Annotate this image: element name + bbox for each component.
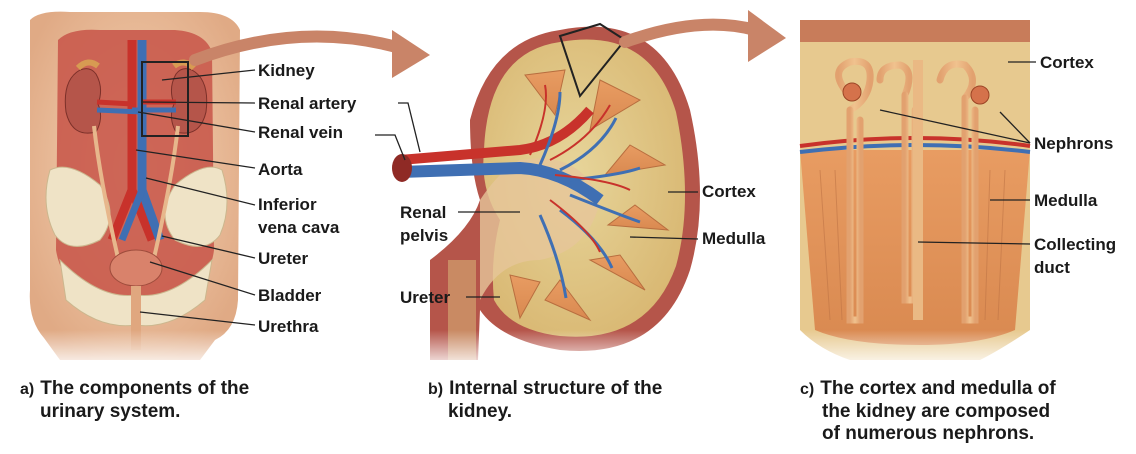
- label-cortex-c: Cortex: [1040, 52, 1094, 73]
- label-renal-vein: Renal vein: [258, 122, 343, 143]
- label-renal-pelvis-line2: pelvis: [400, 225, 448, 246]
- caption-b-letter: b): [428, 381, 443, 398]
- label-aorta: Aorta: [258, 159, 302, 180]
- label-urethra: Urethra: [258, 316, 318, 337]
- label-ureter-b: Ureter: [400, 287, 450, 308]
- caption-a-line2: urinary system.: [20, 401, 249, 423]
- caption-c-line2: the kidney are composed: [800, 401, 1056, 423]
- label-medulla-b: Medulla: [702, 228, 765, 249]
- label-renal-pelvis-line1: Renal: [400, 202, 446, 223]
- label-medulla-c: Medulla: [1034, 190, 1097, 211]
- caption-c-line3: of numerous nephrons.: [800, 423, 1056, 445]
- label-kidney: Kidney: [258, 60, 315, 81]
- caption-c: c) The cortex and medulla of the kidney a…: [800, 378, 1056, 445]
- caption-b-line2: kidney.: [428, 401, 662, 423]
- caption-a-letter: a): [20, 381, 34, 398]
- kidney-section-illustration: [392, 24, 710, 370]
- zoom-arrow-b-to-c: [625, 25, 755, 42]
- label-ureter-a: Ureter: [258, 248, 308, 269]
- caption-b: b) Internal structure of the kidney.: [428, 378, 662, 423]
- caption-a: a) The components of the urinary system.: [20, 378, 249, 423]
- label-nephrons: Nephrons: [1034, 133, 1113, 154]
- label-inferior-vena-cava-line2: vena cava: [258, 217, 339, 238]
- caption-b-line1: Internal structure of the: [449, 378, 662, 399]
- label-collecting-duct-line1: Collecting: [1034, 234, 1116, 255]
- label-cortex-b: Cortex: [702, 181, 756, 202]
- nephron-section-illustration: [790, 20, 1040, 370]
- label-renal-artery: Renal artery: [258, 93, 356, 114]
- caption-c-line1: The cortex and medulla of: [820, 378, 1055, 399]
- caption-a-line1: The components of the: [40, 378, 249, 399]
- torso-illustration: [30, 12, 245, 370]
- label-inferior-vena-cava-line1: Inferior: [258, 194, 317, 215]
- label-collecting-duct-line2: duct: [1034, 257, 1070, 278]
- caption-c-letter: c): [800, 381, 814, 398]
- label-bladder: Bladder: [258, 285, 321, 306]
